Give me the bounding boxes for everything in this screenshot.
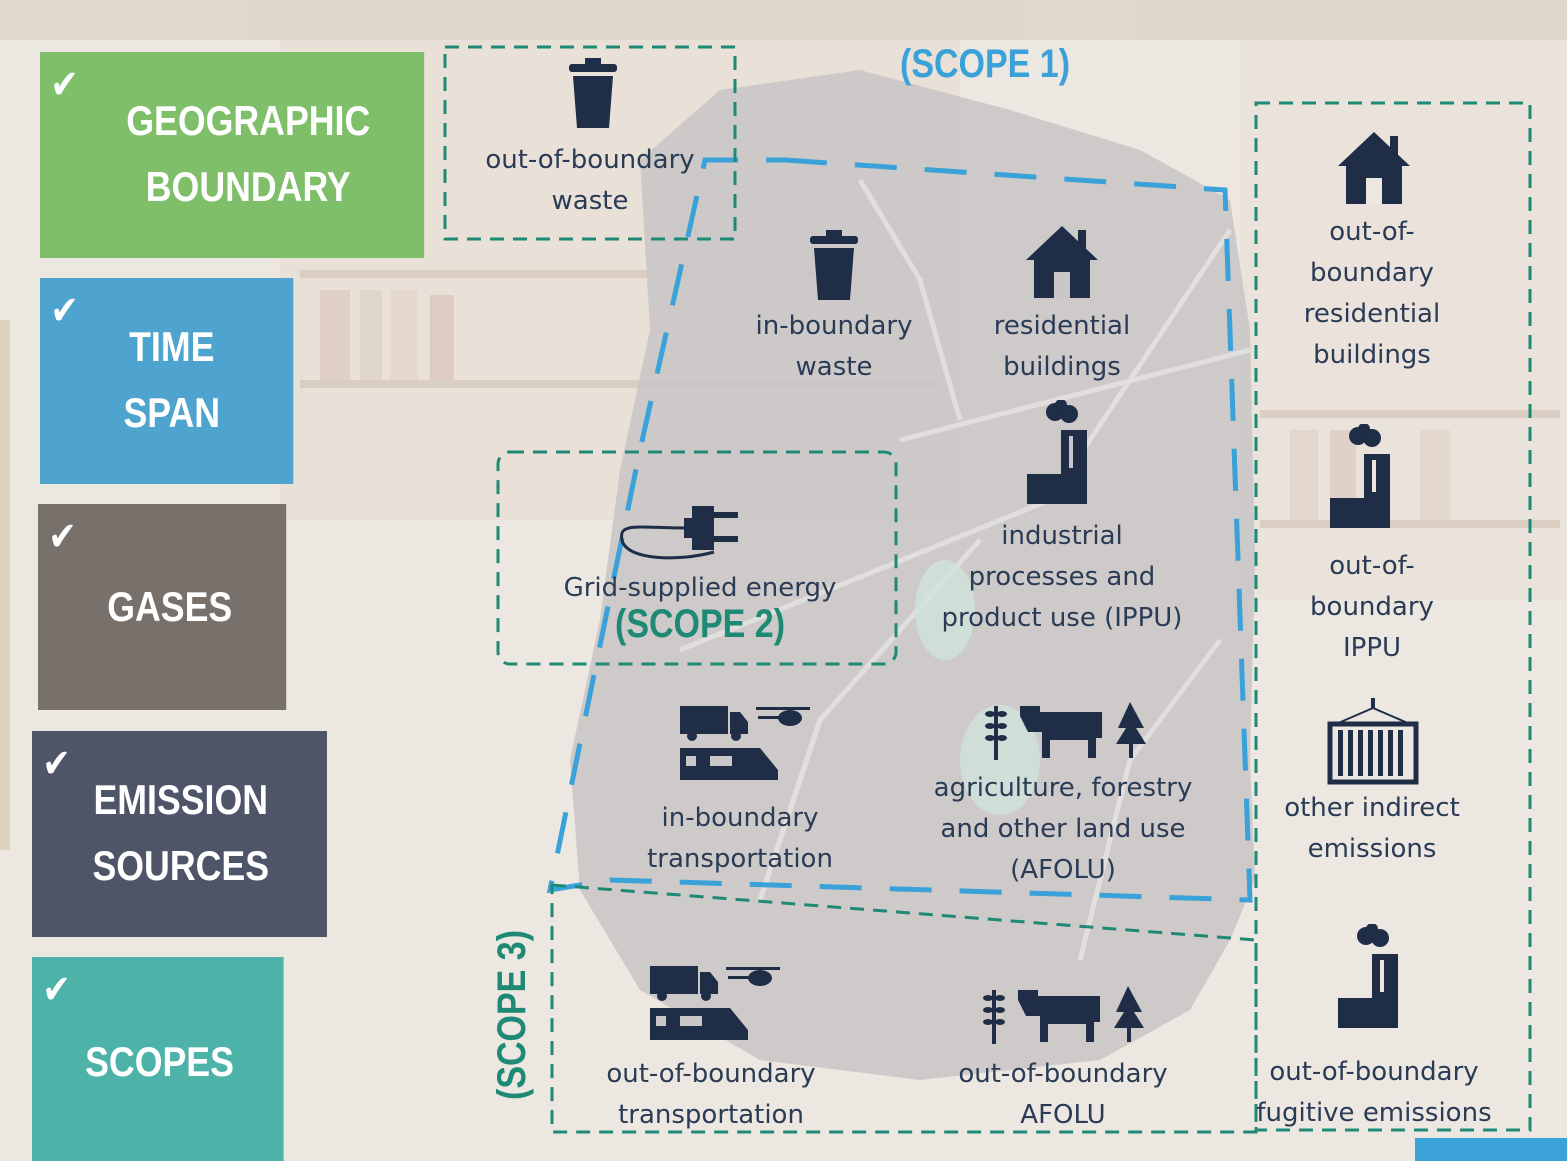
other-indirect-emissions-label: other indirect emissions [1284,793,1460,864]
out-of-boundary-waste-label: out-of-boundary waste [485,145,695,216]
out-of-boundary-afolu-label: out-of-boundary AFOLU [958,1059,1168,1130]
trash-icon [810,230,858,300]
gases-label: GASES [107,583,233,630]
check-icon: ✔ [50,288,79,334]
in-boundary-waste-label: in-boundary waste [755,311,913,382]
time-label-line2: SPAN [123,389,221,436]
gases-box: ✔ GASES [38,504,287,710]
grid-supplied-energy-label: Grid-supplied energy [563,573,837,603]
emission-sources-box: ✔ EMISSION SOURCES [32,731,327,937]
out-of-boundary-fugitive-label: out-of-boundary fugitive emissions [1256,1057,1492,1128]
scope2-title: (SCOPE 2) [615,602,786,646]
out-of-boundary-ippu-label: out-of- boundary IPPU [1310,551,1434,663]
factory-icon [1338,924,1398,1028]
farm-icon [983,986,1144,1044]
out-of-boundary-transportation-label: out-of-boundary transportation [606,1059,816,1130]
time-span-box: ✔ TIME SPAN [40,278,294,484]
check-icon: ✔ [50,62,79,108]
time-label-line1: TIME [129,323,215,370]
trash-icon [569,58,617,128]
factory-icon [1330,424,1390,528]
factory-icon [1027,400,1087,504]
vehicles-icon [650,966,780,1040]
afolu-label: agriculture, forestry and other land use… [933,773,1193,885]
check-icon: ✔ [42,967,71,1013]
check-icon: ✔ [48,514,77,560]
plug-icon [620,506,738,560]
geographic-label-line2: BOUNDARY [145,163,351,210]
scopes-label: SCOPES [85,1038,234,1085]
out-of-boundary-residential-label: out-of- boundary residential buildings [1303,217,1441,370]
scope1-title: (SCOPE 1) [900,42,1071,86]
emission-label-line2: SOURCES [92,842,270,889]
residential-buildings-label: residential buildings [993,311,1131,382]
scopes-box: ✔ SCOPES [32,957,284,1161]
farm-icon [985,702,1146,760]
container-icon [1327,698,1419,785]
house-icon [1026,226,1098,298]
ippu-label: industrial processes and product use (IP… [941,521,1183,633]
geographic-label-line1: GEOGRAPHIC [126,97,371,144]
scope3-title: (SCOPE 3) [490,929,534,1100]
house-icon [1338,132,1410,204]
in-boundary-transportation-label: in-boundary transportation [647,803,833,874]
geographic-boundary-box: ✔ GEOGRAPHIC BOUNDARY [40,52,425,258]
emission-label-line1: EMISSION [93,776,269,823]
vehicles-icon [680,706,810,780]
check-icon: ✔ [42,741,71,787]
